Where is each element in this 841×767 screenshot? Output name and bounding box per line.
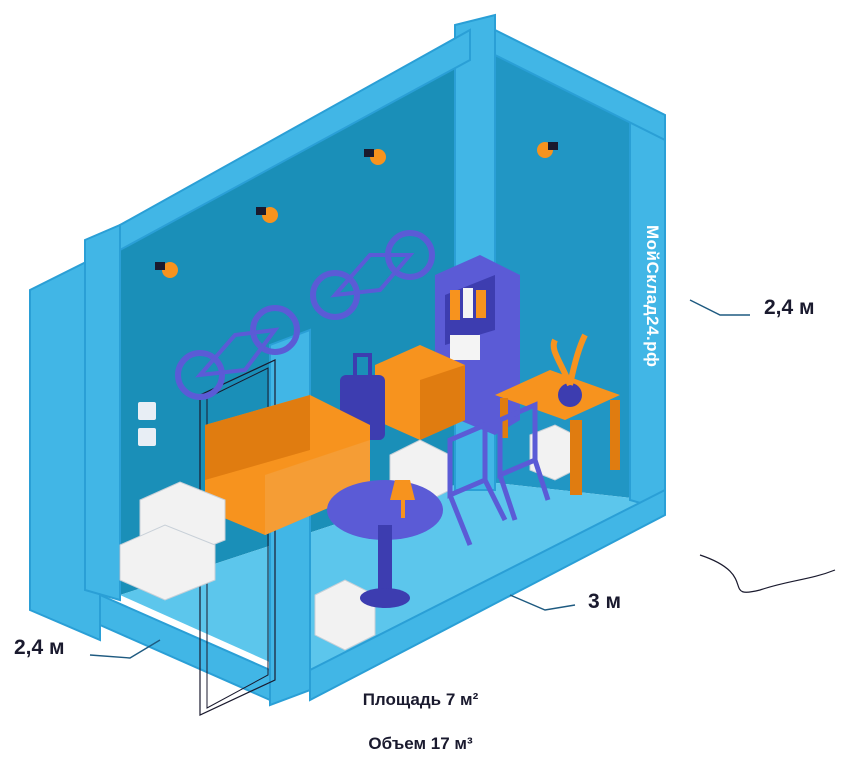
plant-icon <box>550 333 588 407</box>
sofa-icon <box>205 395 370 535</box>
chair-icon <box>447 401 551 546</box>
brand-label: МойСклад24.рф <box>643 225 662 368</box>
round-table-icon <box>327 480 443 608</box>
area-caption: Площадь 7 м² <box>362 690 479 709</box>
door-outline <box>199 359 276 716</box>
decorative-curve <box>699 554 836 593</box>
bicycle-icon <box>175 230 435 400</box>
length-front-label: 3 м <box>588 590 622 613</box>
container-frame <box>29 13 666 707</box>
height-left-label: 2,4 м <box>14 636 65 659</box>
dresser-icon <box>375 345 465 440</box>
ceiling-lamp-icon <box>155 142 558 278</box>
height-right-label: 2,4 м <box>764 296 815 319</box>
table-lamp-icon <box>390 480 415 518</box>
volume-caption: Объем 17 м³ <box>368 734 473 753</box>
dimension-leaders <box>89 299 750 659</box>
power-outlet-icon <box>138 402 156 446</box>
